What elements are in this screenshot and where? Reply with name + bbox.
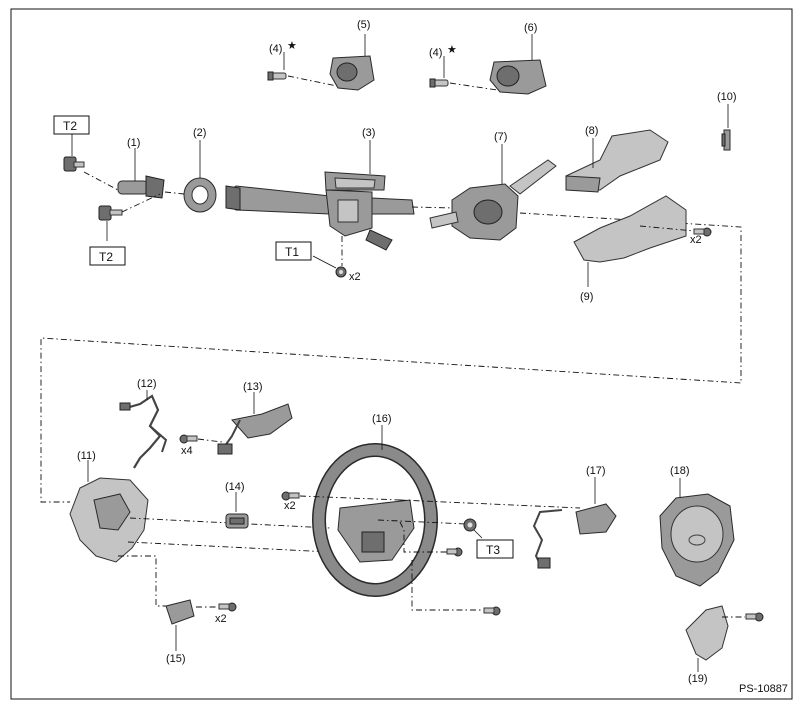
- part-5-key-cylinder: [329, 55, 375, 91]
- label-part-14: (14): [225, 481, 245, 493]
- screw-16b: [446, 547, 463, 557]
- part-16-steering-wheel: [312, 443, 438, 597]
- label-part-1: (1): [127, 137, 140, 149]
- part-10-clip: [721, 129, 731, 151]
- part-12-harness: [119, 394, 168, 469]
- star-4a: ★: [287, 40, 297, 52]
- label-part-7: (7): [494, 131, 507, 143]
- label-part-3: (3): [362, 127, 375, 139]
- bolt-t2-upper: [63, 156, 85, 172]
- figure-id: PS-10887: [739, 683, 788, 695]
- label-part-4b: (4): [429, 47, 442, 59]
- part-9-lower-cover: [573, 195, 687, 263]
- nut-t1: [335, 266, 347, 278]
- screw-16c: [483, 606, 501, 616]
- screw-16: [281, 491, 300, 501]
- label-part-6: (6): [524, 22, 537, 34]
- part-19-lower-bezel: [685, 605, 729, 661]
- part-7-combination-switch: [429, 159, 557, 241]
- label-part-13: (13): [243, 381, 263, 393]
- qty-13: x4: [181, 445, 193, 457]
- label-part-15: (15): [166, 653, 186, 665]
- torque-t2-lower: T2: [99, 250, 113, 264]
- label-part-9: (9): [580, 291, 593, 303]
- label-part-5: (5): [357, 19, 370, 31]
- part-2-ring: [183, 177, 217, 213]
- leader-4b: [449, 82, 498, 91]
- diagram-frame: [10, 8, 793, 700]
- part-6-lock-unit: [489, 59, 547, 95]
- qty-15: x2: [215, 613, 227, 625]
- torque-box-t3: T3: [476, 539, 514, 559]
- part-13-switch-assembly: [217, 403, 293, 455]
- torque-box-t2-upper: T2: [53, 115, 90, 135]
- qty-t1: x2: [349, 271, 361, 283]
- screw-9: [693, 227, 712, 237]
- qty-9: x2: [690, 234, 702, 246]
- label-part-19: (19): [688, 673, 708, 685]
- label-part-11: (11): [77, 450, 96, 462]
- routing-line: [40, 212, 742, 503]
- part-11-rear-cover: [69, 477, 149, 563]
- screw-19: [745, 612, 764, 622]
- screw-13: [179, 434, 198, 444]
- label-part-18: (18): [670, 465, 690, 477]
- torque-box-t1: T1: [275, 241, 312, 261]
- label-part-8: (8): [585, 125, 598, 137]
- bolt-t2-lower: [98, 205, 123, 221]
- star-4b: ★: [447, 44, 457, 56]
- nut-t3: [463, 518, 477, 532]
- part-14-switch: [225, 513, 249, 529]
- part-3-steering-column: [225, 171, 415, 251]
- label-part-12: (12): [137, 378, 157, 390]
- qty-16: x2: [284, 500, 296, 512]
- label-part-4a: (4): [269, 43, 282, 55]
- screw-15: [218, 602, 237, 612]
- torque-t1: T1: [285, 245, 299, 259]
- torque-t2-upper: T2: [63, 119, 77, 133]
- torque-box-t2-lower: T2: [89, 246, 126, 266]
- part-8-upper-cover: [565, 129, 669, 193]
- label-part-2: (2): [193, 127, 206, 139]
- torque-t3: T3: [486, 543, 500, 557]
- leader-4a: [287, 75, 338, 87]
- part-4-screw-a: [267, 71, 287, 81]
- label-part-16: (16): [372, 413, 392, 425]
- part-15-bracket: [165, 599, 195, 625]
- part-4-screw-b: [429, 78, 449, 88]
- part-1-universal-joint: [117, 175, 165, 199]
- part-18-airbag: [659, 493, 735, 587]
- label-part-10: (10): [717, 91, 737, 103]
- label-part-17: (17): [586, 465, 606, 477]
- part-17-switch-assembly: [532, 503, 617, 569]
